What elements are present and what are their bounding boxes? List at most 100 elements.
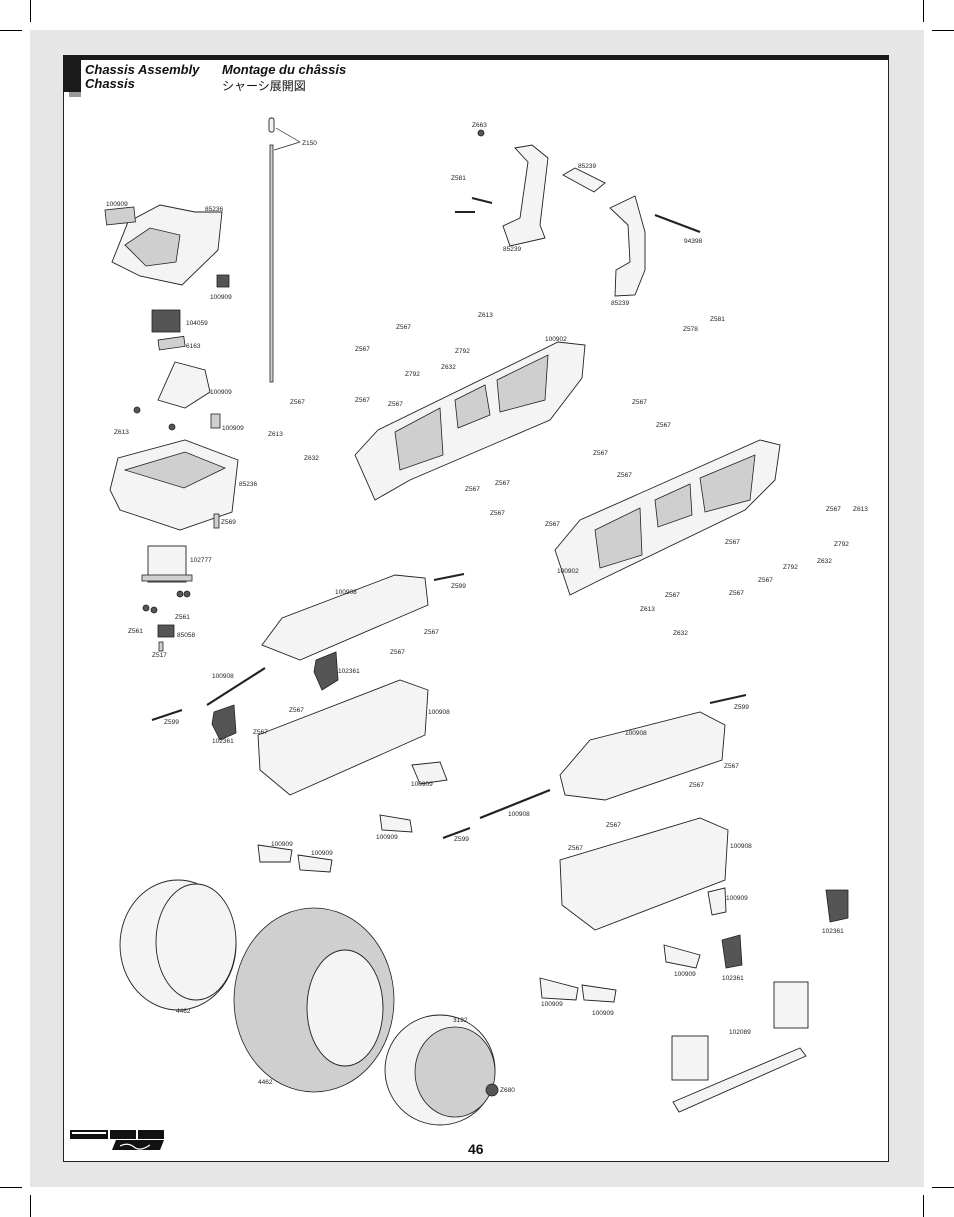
part-label: 104059 (186, 320, 208, 327)
part-label: 100909 (106, 201, 128, 208)
part-label: Z567 (355, 397, 370, 404)
part-label: 102777 (190, 557, 212, 564)
part-label: Z613 (114, 429, 129, 436)
battery-latch (211, 704, 237, 741)
part-label: Z613 (478, 312, 493, 319)
crop-mark (30, 0, 31, 22)
part-label: Z581 (451, 175, 466, 182)
part-label: 100909 (592, 1010, 614, 1017)
part-label: Z567 (490, 510, 505, 517)
rod-cap (268, 117, 275, 133)
chassis-brace-right (609, 195, 646, 297)
part-label: 100908 (730, 843, 752, 850)
part-label: 102089 (729, 1029, 751, 1036)
part-label: Z567 (656, 422, 671, 429)
part-label: 102361 (338, 668, 360, 675)
part-label: Z613 (268, 431, 283, 438)
part-label: Z567 (396, 324, 411, 331)
part-label: Z567 (355, 346, 370, 353)
part-label: Z792 (455, 348, 470, 355)
part-label: Z578 (683, 326, 698, 333)
title-japanese: シャーシ展開図 (222, 79, 306, 93)
tray-clip (539, 977, 579, 1001)
part-label: Z599 (734, 704, 749, 711)
part-label: Z567 (724, 763, 739, 770)
part-label: Z599 (451, 583, 466, 590)
battery-latch (721, 934, 743, 969)
part-label: 100909 (411, 781, 433, 788)
part-label: Z567 (495, 480, 510, 487)
crop-mark (932, 30, 954, 31)
title-english: Chassis Assembly (85, 62, 200, 77)
part-label: Z569 (221, 519, 236, 526)
part-label: 100909 (674, 971, 696, 978)
cover-seal (104, 206, 136, 226)
battery-tray-right (559, 817, 729, 931)
part-label: Z567 (289, 707, 304, 714)
part-label: Z567 (758, 577, 773, 584)
part-label: Z680 (500, 1087, 515, 1094)
part-label: Z632 (817, 558, 832, 565)
battery-latch (313, 651, 339, 691)
part-label: Z632 (441, 364, 456, 371)
tray-clip (379, 814, 413, 833)
part-label: 85239 (503, 246, 521, 253)
part-label: 100909 (210, 294, 232, 301)
part-label: 102361 (722, 975, 744, 982)
part-label: 85239 (611, 300, 629, 307)
part-label: 100908 (335, 589, 357, 596)
part-label: 6163 (186, 343, 201, 350)
part-label: Z567 (689, 782, 704, 789)
battery-tray-left (257, 679, 429, 796)
part-label: Z581 (710, 316, 725, 323)
crop-mark (923, 0, 924, 22)
tray-clip (257, 844, 293, 863)
tray-clip (297, 854, 333, 873)
part-label: 85058 (177, 632, 195, 639)
page-number: 46 (468, 1141, 484, 1157)
title-german: Chassis (85, 76, 135, 91)
header-tab (63, 55, 81, 92)
part-label: Z561 (175, 614, 190, 621)
brace-spacer (562, 167, 606, 193)
pad (216, 274, 230, 288)
part-label: Z567 (593, 450, 608, 457)
part-label: 85239 (578, 163, 596, 170)
part-label: 100908 (428, 709, 450, 716)
part-label: Z613 (640, 606, 655, 613)
wheel-nut (485, 1083, 499, 1097)
part-label: 85236 (239, 481, 257, 488)
receiver-tape (157, 335, 186, 351)
part-label: 94398 (684, 238, 702, 245)
header-rule (63, 55, 889, 60)
servo-mount (157, 361, 211, 409)
part-label: 102361 (822, 928, 844, 935)
crop-mark (923, 1195, 924, 1217)
part-label: 100902 (545, 336, 567, 343)
part-label: 100909 (222, 425, 244, 432)
servo-horn (157, 624, 175, 638)
part-label: Z792 (783, 564, 798, 571)
part-label: Z567 (390, 649, 405, 656)
crop-mark (0, 1187, 22, 1188)
part-label: 85236 (205, 206, 223, 213)
part-label: 100908 (212, 673, 234, 680)
part-label: 100909 (541, 1001, 563, 1008)
exploded-diagram: 100909 85236 100909 104059 6163 100909 Z… (104, 117, 868, 1126)
tray-clip (707, 887, 727, 916)
battery-strap-right (559, 711, 726, 801)
part-label: Z792 (405, 371, 420, 378)
foam-block (671, 1035, 709, 1081)
part-label: Z567 (424, 629, 439, 636)
title-french: Montage du châssis (222, 62, 347, 77)
part-label: 100902 (557, 568, 579, 575)
part-label: Z567 (545, 521, 560, 528)
part-label: 3192 (453, 1017, 468, 1024)
part-label: Z561 (128, 628, 143, 635)
part-label: Z567 (632, 399, 647, 406)
tray-clip (581, 984, 617, 1003)
battery-latch (825, 889, 849, 923)
part-label: Z567 (826, 506, 841, 513)
part-label: Z567 (388, 401, 403, 408)
crop-mark (0, 30, 22, 31)
